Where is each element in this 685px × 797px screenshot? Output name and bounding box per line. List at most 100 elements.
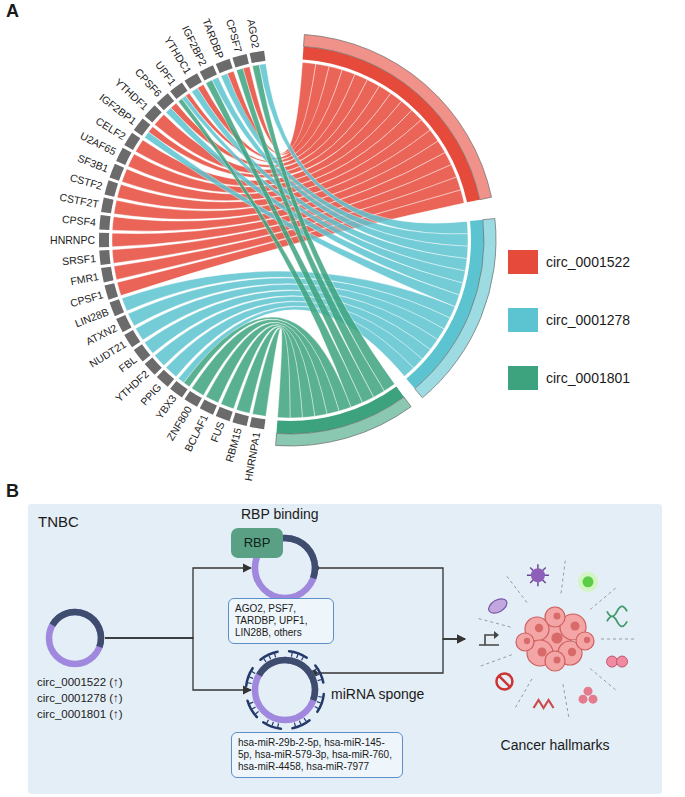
text-stack: circ_0001522 (↑)circ_0001278 (↑)circ_000… [37,674,123,722]
circrna-arc-band [415,218,496,397]
tumor-illustration-part [499,676,510,687]
legend-label: circ_0001278 [546,312,630,328]
connector [316,568,465,639]
tumor-illustration-part [568,648,576,656]
tumor-illustration-part [480,655,512,667]
tumor-illustration-part [545,651,565,671]
tumor-illustration-part [617,656,628,667]
mechanism-label: miRNA sponge [331,686,424,702]
rbp-box: RBP [231,528,283,558]
mirna-strand [248,701,257,717]
gene-segment [232,54,248,67]
gene-label: CPSF4 [62,213,97,228]
legend-swatch [508,308,538,332]
circrna-ring [251,656,319,724]
tumor-illustration-part [583,576,594,587]
mirna-pairing [264,658,266,661]
list-box: AGO2, PSF7, TARDBP, UPF1, LIN28B, others [228,598,334,644]
circrna-name: circ_0001801 (↑) [37,706,123,722]
chord-diagram [0,0,685,485]
mirna-pairing [317,702,321,703]
tumor-illustration-part [584,687,593,696]
mirna-pairing [299,721,301,725]
mirna-pairing [315,706,318,708]
gene-segment [124,330,140,347]
gene-segment [157,93,174,110]
tumor-illustration-part [494,631,499,639]
panel-letter: A [6,2,19,22]
mirna-pairing [277,723,279,727]
mirna-strand [289,651,307,657]
tumor-illustration-part [537,647,546,656]
legend-swatch [508,250,538,274]
tumor-illustration-part [563,684,569,717]
gene-segment [110,299,125,316]
ring-purple [49,612,101,664]
mirna-pairing [318,680,322,681]
gene-segment [116,148,131,165]
gene-segment [232,413,248,426]
chord-ribbon [252,328,290,418]
cancer-hallmarks-figure: Cancer hallmarks [465,549,645,729]
mechanism-label: RBP binding [241,506,319,522]
list-text: AGO2, PSF7, TARDBP, UPF1, LIN28B, others [235,603,327,639]
gene-segment [99,233,109,248]
gene-segment [101,197,113,213]
circrna-name: circ_0001522 (↑) [37,674,123,690]
gene-label: RBM15 [223,426,244,463]
circrna-ring [45,608,105,668]
gene-segment [110,164,125,181]
tumor-illustration-part [551,632,562,643]
legend-label: circ_0001801 [546,370,630,386]
gene-segment [105,283,119,299]
tumor-illustration-part [579,695,588,704]
legend-label: circ_0001522 [546,254,630,270]
gene-segment [216,59,233,73]
mirna-pairing [272,722,273,726]
ring-navy [259,660,315,700]
tumor-illustration-part [496,673,512,689]
tumor-illustration-part [607,606,627,626]
tumor-illustration-part [486,596,509,616]
gene-label: SRSF1 [62,252,97,267]
list-text: hsa-miR-29b-2-5p, hsa-miR-145-5p, hsa-mi… [238,737,396,773]
ring-purple [255,660,315,720]
gene-segment [184,391,201,407]
circrna-arc-band [304,35,492,200]
gene-segment [157,370,174,387]
mirna-pairing [252,672,255,674]
tumor-illustration-part [554,613,561,620]
tumor-illustration-part [506,576,527,603]
tumor-illustration-part [570,621,579,630]
connector [105,638,251,690]
mirna-sponge-circle: miRNA sponge [251,656,319,724]
tumor-illustration-part [561,560,565,594]
gene-segment [145,105,162,122]
circrna-name: circ_0001278 (↑) [37,690,123,706]
gene-segment [99,215,110,230]
mirna-pairing [304,718,306,721]
gene-label: FUS [208,420,227,444]
mirna-pairing [301,657,303,660]
tumor-illustration-part [590,588,616,610]
mirna-strand [315,665,323,682]
gene-segment [170,83,187,100]
mirna-pairing [318,696,322,698]
gene-segment [99,250,110,265]
gene-segment [216,407,233,421]
rbp-binding-circle: RBP bindingRBP [251,534,319,602]
mirna-pairing [250,702,254,703]
panel-heading: TNBC [38,513,79,530]
tumor-illustration-part [534,700,554,708]
chord-ribbon [236,327,302,418]
tumor-illustration-part [576,632,594,650]
tumor-illustration-part [554,657,561,664]
ring-navy [52,612,101,647]
hallmark-caption: Cancer hallmarks [465,737,645,753]
mirna-strand [317,694,323,712]
mirna-pairing [275,653,276,657]
tumor-illustration-part [590,669,616,691]
gene-label: AGO2 [245,18,262,49]
gene-segment [124,133,140,150]
tumor-illustration [465,549,645,729]
